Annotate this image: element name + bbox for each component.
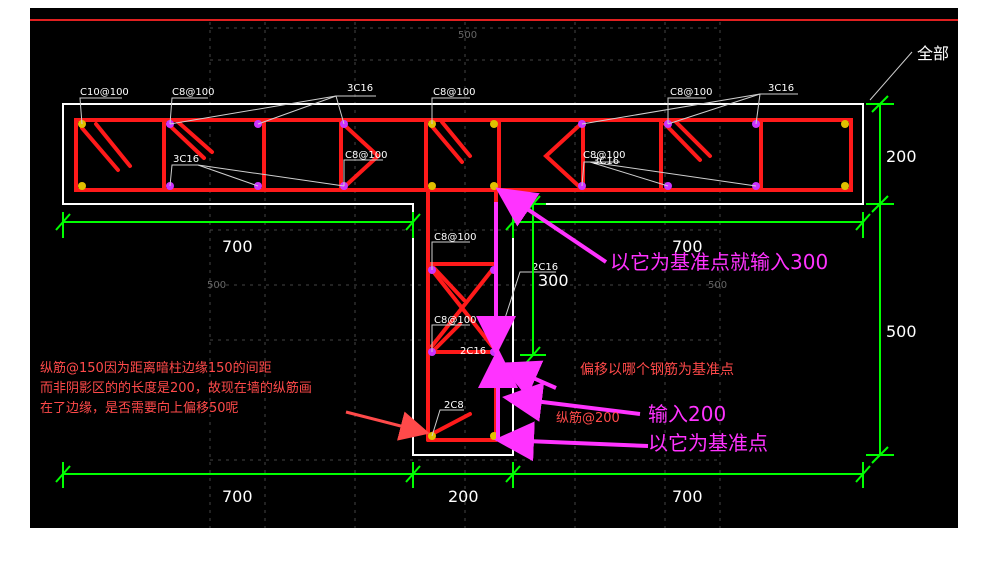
label-c8-100-d: C8@100 <box>345 150 387 161</box>
dim-top-left: 700 <box>222 237 253 256</box>
label-c10-100: C10@100 <box>80 87 129 98</box>
label-c8-100-b: C8@100 <box>433 87 475 98</box>
dim-bottom-mid: 200 <box>448 487 479 506</box>
leader-lines <box>79 51 913 437</box>
axis-label-right: 500 <box>708 280 727 291</box>
annotation-input-200: 输入200 <box>648 402 726 426</box>
label-3c16-c: 3C16 <box>173 154 199 165</box>
label-3c16-d: 3C16 <box>593 156 619 167</box>
label-2c16-b: 2C16 <box>460 346 486 357</box>
label-c8-100-a: C8@100 <box>172 87 214 98</box>
label-c8-100-g: C8@100 <box>434 315 476 326</box>
label-2c8: 2C8 <box>444 400 464 411</box>
label-c8-100-e: C8@100 <box>583 150 625 161</box>
annotation-base-point: 以它为基准点 <box>648 431 768 455</box>
dim-right-bottom: 500 <box>886 322 917 341</box>
dim-right-top: 200 <box>886 147 917 166</box>
label-2c16-a: 2C16 <box>532 262 558 273</box>
label-3c16-a: 3C16 <box>347 83 373 94</box>
note-line-2: 而非阴影区的的长度是200，故现在墙的纵筋画 <box>40 380 312 396</box>
dim-top-right: 700 <box>672 237 703 256</box>
dim-bottom-right: 700 <box>672 487 703 506</box>
dim-bottom-left: 700 <box>222 487 253 506</box>
label-c8-100-f: C8@100 <box>434 232 476 243</box>
note-line-3: 在了边缘，是否需要向上偏移50呢 <box>40 400 239 416</box>
grid <box>209 22 721 528</box>
label-c8-100-c: C8@100 <box>670 87 712 98</box>
annotation-base-point-300: 以它为基准点就输入300 <box>610 250 828 274</box>
note-line-1: 纵筋@150因为距离暗柱边缘150的间距 <box>40 360 272 376</box>
dim-offset-300: 300 <box>538 271 569 290</box>
header-text: 全部 <box>917 44 949 63</box>
annotation-longitudinal-200: 纵筋@200 <box>556 410 620 426</box>
red-note-arrow <box>345 410 430 441</box>
label-3c16-b: 3C16 <box>768 83 794 94</box>
annotation-arrows <box>476 187 649 462</box>
annotation-offset-question: 偏移以哪个钢筋为基准点 <box>580 361 734 378</box>
axis-label-top: 500 <box>458 30 477 41</box>
axis-label-left: 500 <box>207 280 226 291</box>
flange-rebar <box>74 118 853 192</box>
